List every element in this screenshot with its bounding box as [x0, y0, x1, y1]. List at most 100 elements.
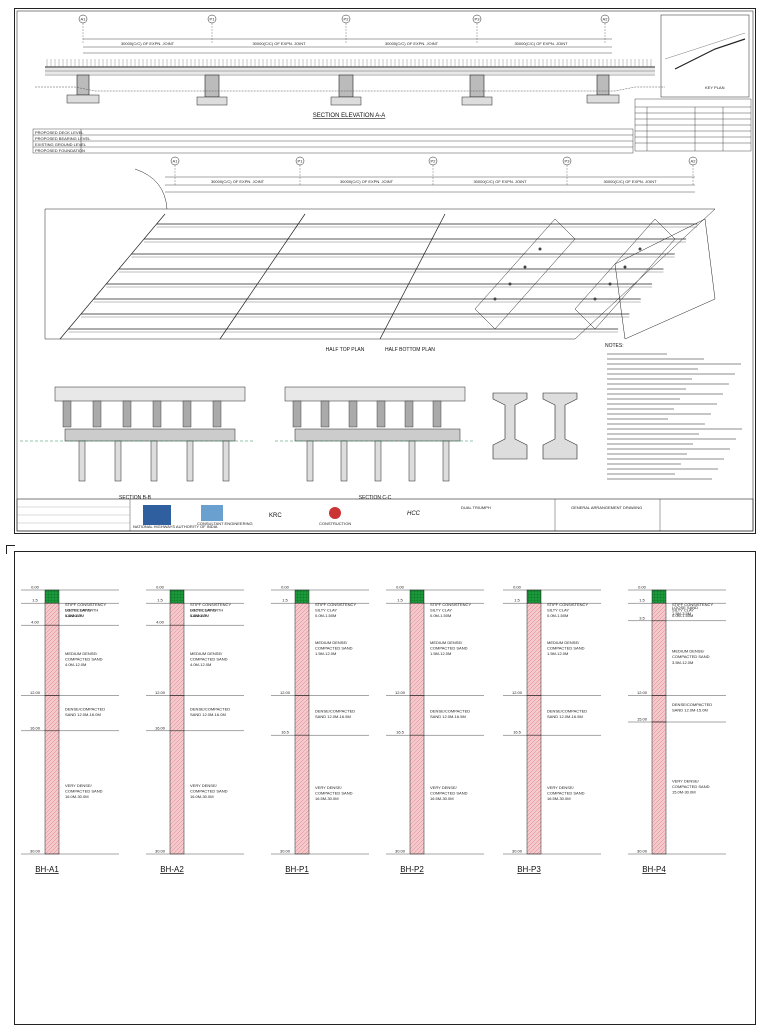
depth-label: 30.00 [280, 849, 291, 854]
grid-bubble-label: A2 [691, 159, 697, 164]
sand-layer [651, 602, 667, 622]
depth-label: 30.00 [637, 849, 648, 854]
sand-layer [44, 602, 60, 626]
row-label-ground: EXISTING GROUND LEVEL [35, 142, 87, 147]
sand-layer [526, 734, 542, 855]
logo-consultant: CONSULTANT ENGINEERING [197, 521, 253, 526]
sand-layer [651, 695, 667, 723]
depth-label: 30.00 [155, 849, 166, 854]
depth-label: 0.00 [396, 585, 405, 590]
sand-layer [169, 602, 185, 626]
grid-bubble-label: P3 [565, 159, 571, 164]
key-plan: KEY PLAN [660, 14, 750, 98]
section-title: SECTION ELEVATION A-A [313, 113, 385, 119]
borehole-logs-canvas: 0.00 1.5 4.00 12.00 16.00 30.00 STIFF CONSISTE… [21, 585, 726, 874]
plan-view: A1 P1 P2 P3 A2 30000(C/C) OF EXPN. JOINT 30000… [44, 156, 716, 353]
depth-label: 12.00 [395, 690, 406, 695]
depth-label: 12.00 [512, 690, 523, 695]
depth-label: 1.5 [32, 598, 38, 603]
sand-layer [526, 695, 542, 736]
borehole-name: BH-P2 [400, 865, 424, 874]
depth-label: 16.5 [281, 730, 290, 735]
depth-label: 16.5 [396, 730, 405, 735]
row-label-bearing: PROPOSED BEARING LEVEL [35, 136, 91, 141]
depth-label: 12.00 [280, 690, 291, 695]
logo-nhai: NATIONAL HIGHWAYS AUTHORITY OF INDIA [133, 524, 218, 529]
span-dimension-label: 30000(C/C) OF EXPN. JOINT [340, 179, 394, 184]
depth-label: 4.00 [31, 620, 40, 625]
depth-label: 16.00 [30, 725, 41, 730]
borehole-logs-sheet: 0.00 1.5 4.00 12.00 16.00 30.00 STIFF CONSISTE… [14, 551, 756, 1025]
span-dimension-label: 30000(C/C) OF EXPN. JOINT [603, 179, 657, 184]
plan-title-bottom: HALF BOTTOM PLAN [385, 347, 435, 353]
borehole-name: BH-P1 [285, 865, 309, 874]
sand-layer [294, 734, 310, 855]
sand-layer [526, 602, 542, 696]
ga-drawing-canvas: A1 P1 P2 P3 A2 30000(C/C) OF EXPN. JOINT 30000… [16, 10, 754, 532]
section-b-title: SECTION B-B [119, 495, 152, 501]
depth-label: 1.5 [514, 598, 520, 603]
depth-label: 1.5 [282, 598, 288, 603]
row-label-deck: PROPOSED DECK LEVEL [35, 130, 84, 135]
depth-label: 4.00 [156, 620, 165, 625]
clay-layer [651, 589, 667, 604]
notes-block: NOTES: [605, 343, 742, 480]
borehole-name: BH-P4 [642, 865, 666, 874]
depth-label: 30.00 [395, 849, 406, 854]
grid-bubble-label: P1 [298, 159, 304, 164]
logo-construction: CONSTRUCTION [319, 521, 351, 526]
sand-layer [169, 695, 185, 732]
logo-dual-triumph: DUAL TRIUMPH [461, 505, 491, 510]
depth-label: 1.5 [397, 598, 403, 603]
depth-label: 0.00 [638, 585, 647, 590]
cross-sections: SECTION B-B SECTION C-C [20, 386, 578, 501]
depth-label: 30.00 [512, 849, 523, 854]
key-plan-label: KEY PLAN [705, 85, 725, 90]
span-dimension-label: 30000(C/C) OF EXPN. JOINT [252, 41, 306, 46]
span-dimension-label: 30000(C/C) OF EXPN. JOINT [211, 179, 265, 184]
sand-layer [44, 730, 60, 855]
depth-label: 3.5 [639, 615, 645, 620]
depth-label: 0.00 [156, 585, 165, 590]
depth-label: 0.00 [281, 585, 290, 590]
sand-layer [44, 624, 60, 696]
sand-layer [44, 695, 60, 732]
span-dimension-label: 30000(C/C) OF EXPN. JOINT [514, 41, 568, 46]
clay-layer [526, 589, 542, 604]
depth-label: 12.00 [637, 690, 648, 695]
grid-bubble-label: P2 [431, 159, 437, 164]
sheet-corner-mark [6, 545, 15, 554]
depth-label: 0.00 [513, 585, 522, 590]
sand-layer [651, 620, 667, 696]
depth-label: 12.00 [155, 690, 166, 695]
sand-layer [409, 695, 425, 736]
logo-hcc: HCC [407, 511, 421, 517]
row-label-foundation: PROPOSED FOUNDATION [35, 148, 85, 153]
sand-layer [294, 602, 310, 696]
grid-bubble-label: A1 [173, 159, 179, 164]
plan-title-top: HALF TOP PLAN [326, 347, 365, 353]
